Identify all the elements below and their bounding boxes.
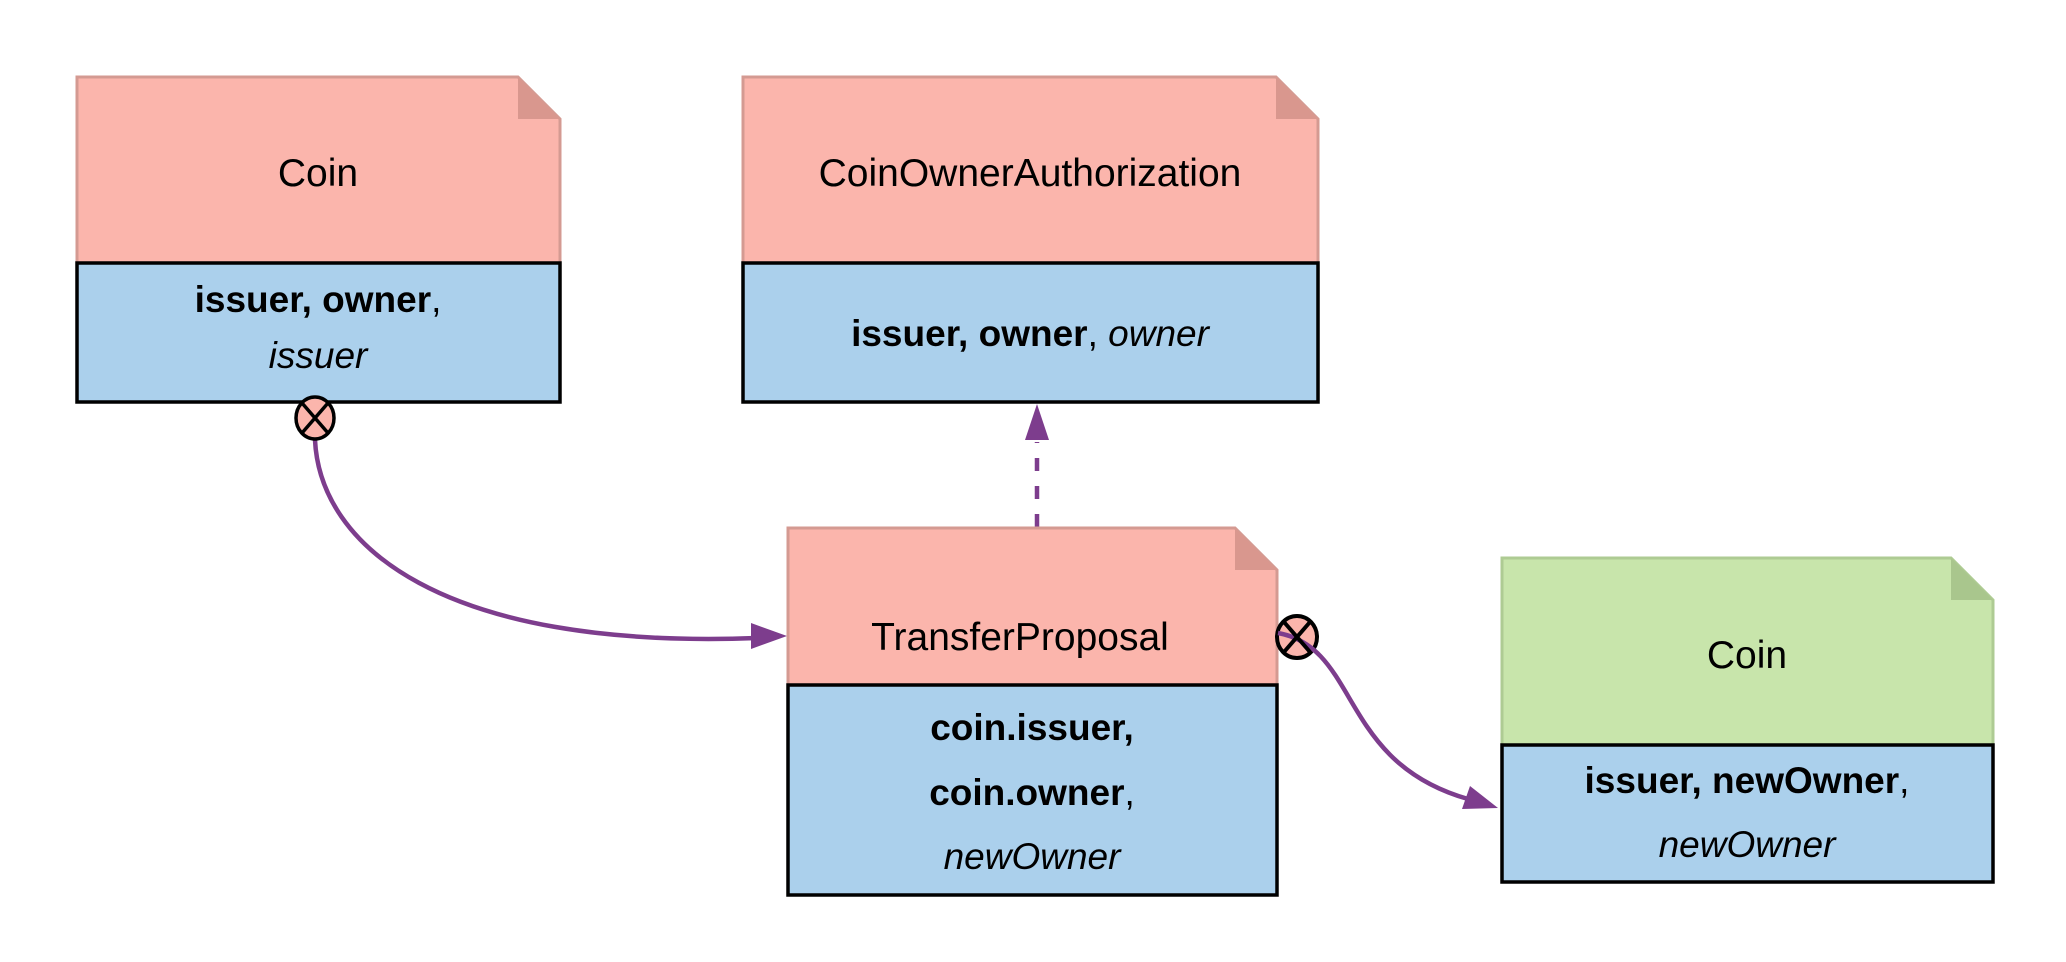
- node-parties-line: coin.owner,: [929, 772, 1135, 813]
- note-header: [1500, 556, 1995, 747]
- node-parties-line: coin.issuer,: [930, 707, 1134, 748]
- node-parties-line: issuer, owner, owner: [851, 313, 1211, 354]
- note-node-coin-original: Coin issuer, owner, issuer: [75, 75, 562, 441]
- node-parties-line: issuer, owner,: [195, 279, 442, 320]
- folded-corner-icon: [1276, 77, 1318, 119]
- node-title: TransferProposal: [871, 616, 1169, 659]
- node-parties-line: issuer, newOwner,: [1585, 760, 1910, 801]
- connector-transferproposal-to-authorization: [1025, 404, 1049, 527]
- node-title: Coin: [278, 152, 358, 195]
- note-node-coin-new: Coin issuer, newOwner, newOwner: [1500, 556, 1995, 884]
- folded-corner-icon: [1951, 558, 1993, 600]
- note-node-coin-owner-authorization: CoinOwnerAuthorization issuer, owner, ow…: [741, 75, 1320, 404]
- note-node-transfer-proposal: TransferProposal coin.issuer, coin.owner…: [786, 526, 1279, 897]
- folded-corner-icon: [518, 77, 560, 119]
- note-body: [1500, 743, 1995, 884]
- connector-coin-to-transferproposal: [312, 439, 787, 649]
- node-title: Coin: [1707, 634, 1787, 677]
- create-arrow-curve: [312, 439, 758, 642]
- node-controller-line: issuer: [269, 335, 369, 376]
- connector-transferproposal-to-coin-new: [1275, 614, 1498, 809]
- node-controller-line: newOwner: [944, 836, 1123, 877]
- consuming-x-icon: [1282, 620, 1312, 654]
- arrowhead-right-icon: [751, 623, 787, 649]
- create-arrow-curve: [1277, 630, 1469, 802]
- note-body: [741, 261, 1320, 404]
- consuming-choice-icon: [294, 395, 336, 441]
- note-header: [786, 526, 1279, 687]
- note-body: [786, 683, 1279, 897]
- node-controller-line: newOwner: [1659, 824, 1838, 865]
- arrowhead-up-icon: [1025, 404, 1049, 440]
- note-body: [75, 261, 562, 404]
- note-header: [75, 75, 562, 265]
- folded-corner-icon: [1235, 528, 1277, 570]
- arrowhead-right-icon: [1462, 786, 1498, 809]
- node-title: CoinOwnerAuthorization: [819, 152, 1242, 195]
- note-header: [741, 75, 1320, 265]
